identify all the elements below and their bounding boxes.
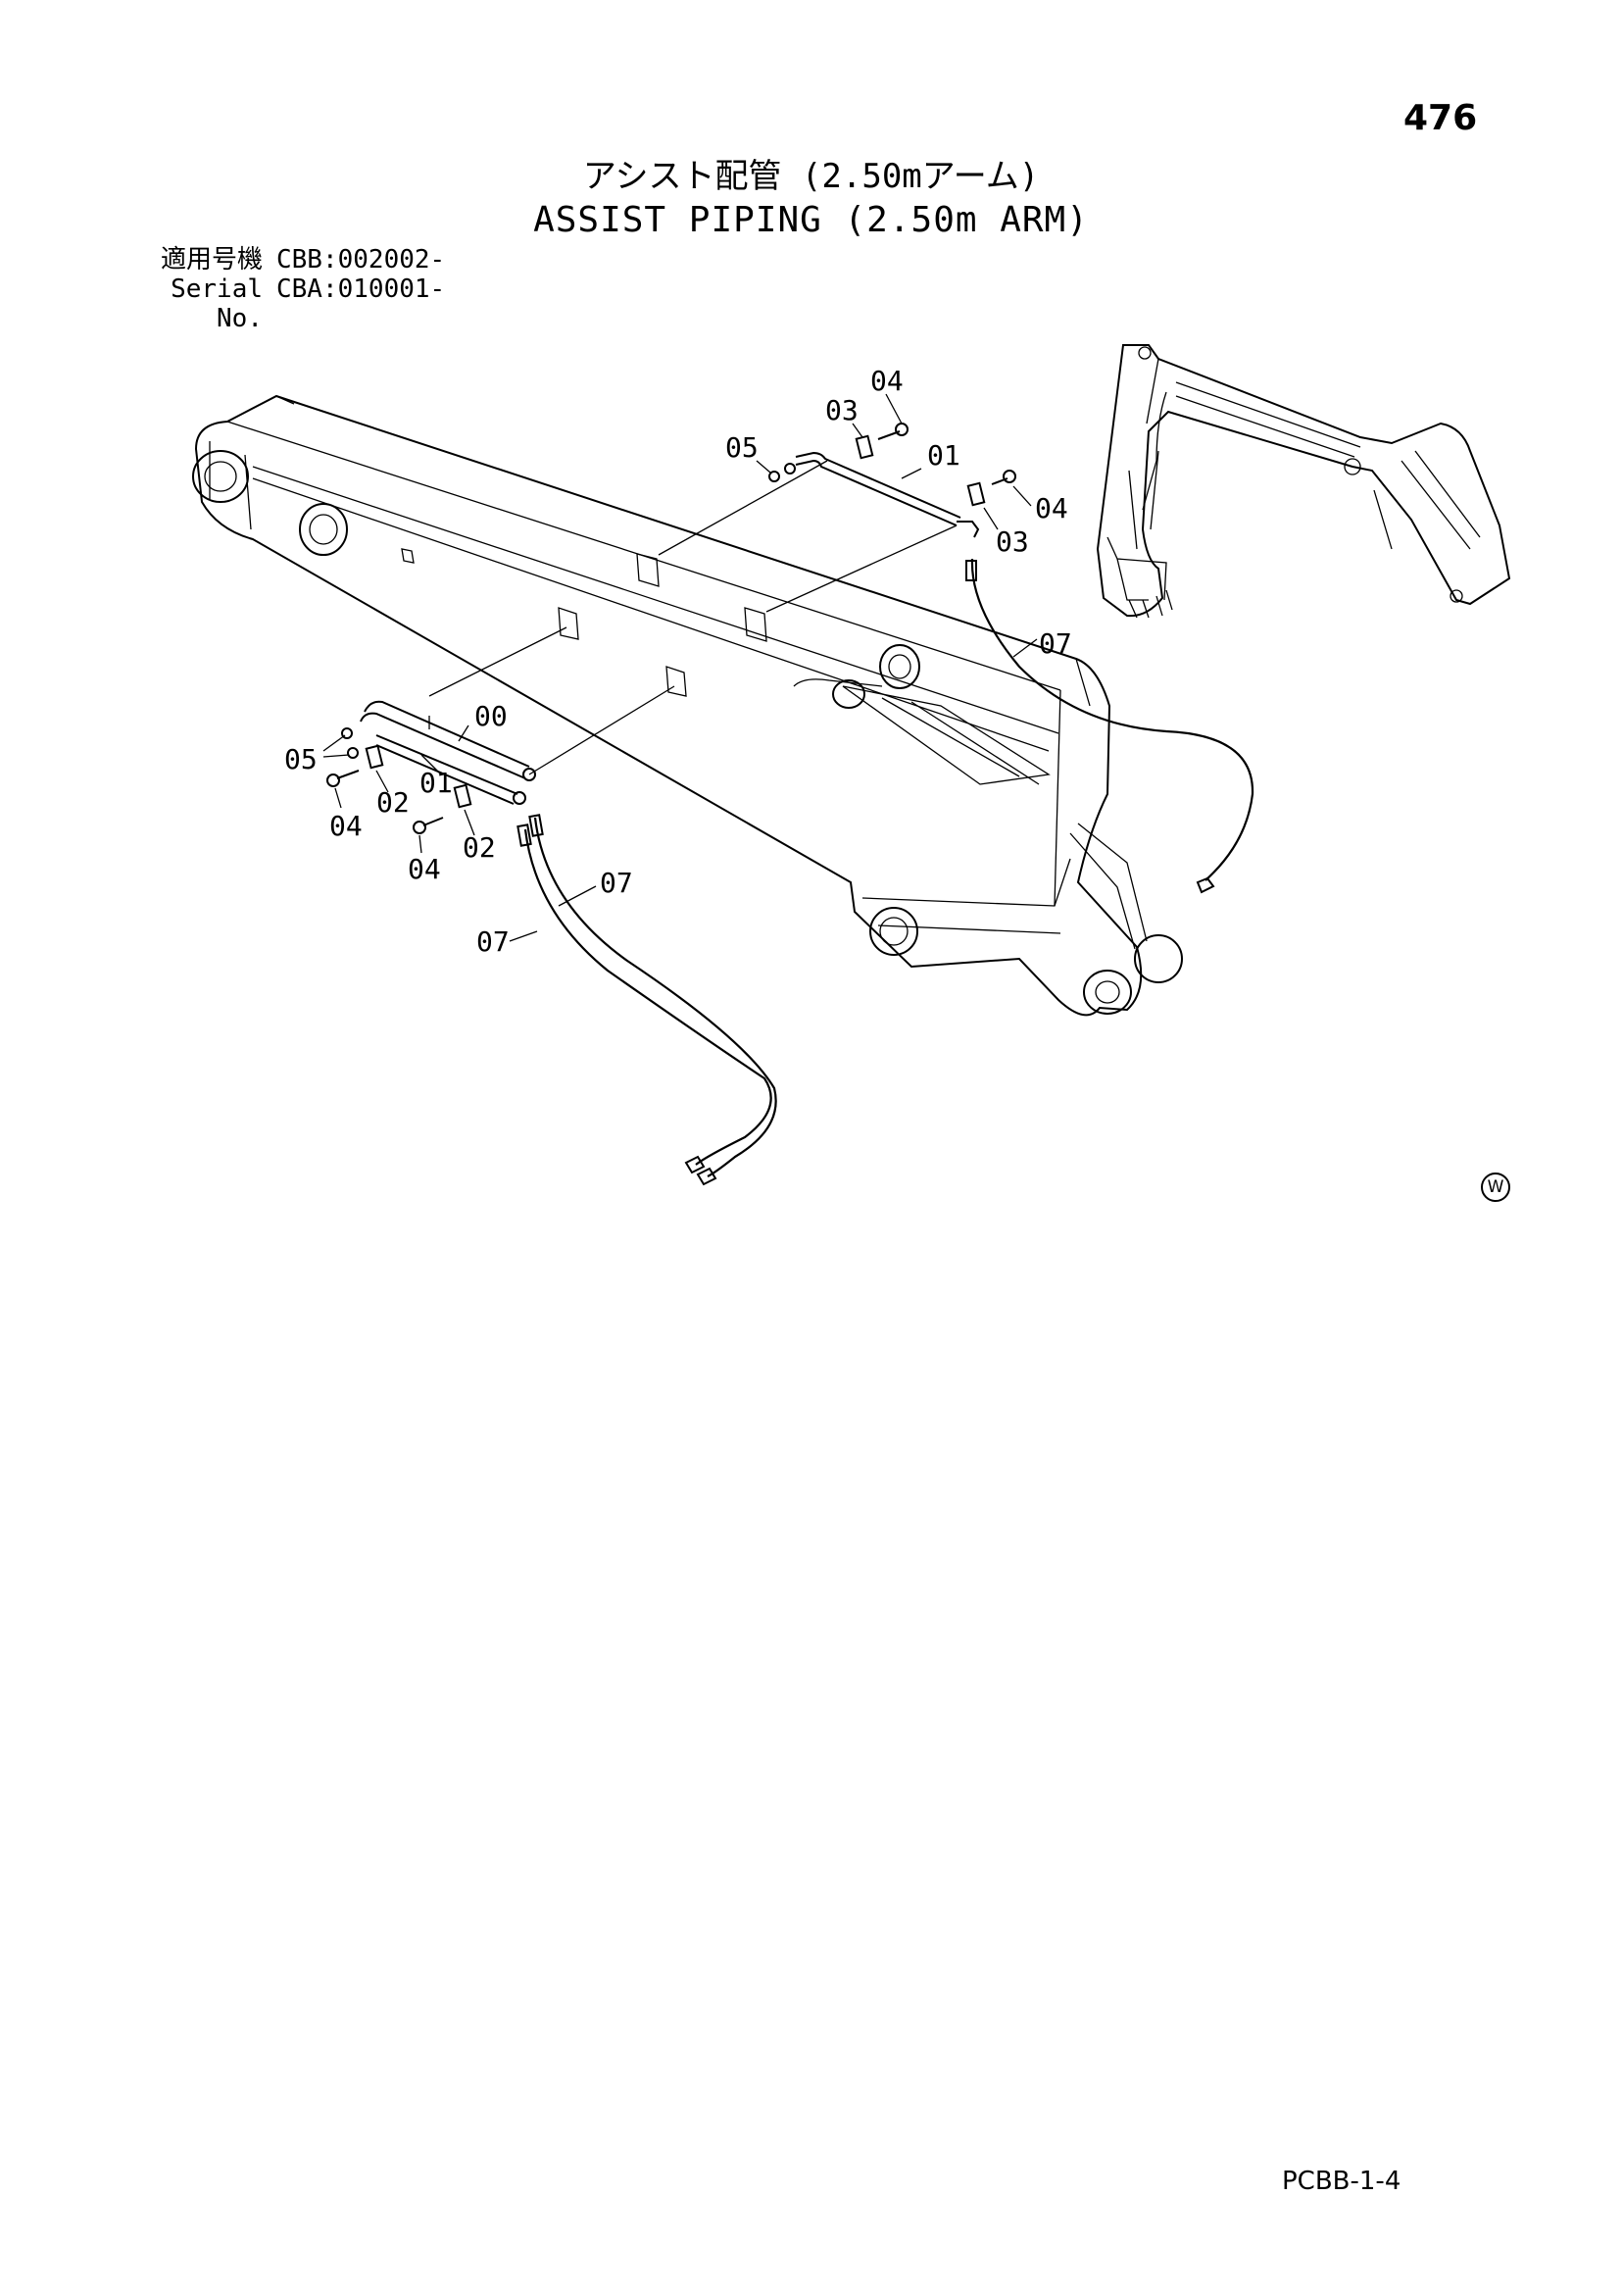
callout-04-right: 04	[1035, 492, 1068, 524]
excavator-inset	[1096, 344, 1511, 619]
callout-07-mid: 07	[600, 867, 633, 899]
serial-label-jp: 適用号機	[160, 245, 263, 275]
callout-04-b: 04	[408, 853, 441, 885]
mounting-leader-lines	[428, 460, 958, 775]
callout-05-top: 05	[725, 431, 759, 464]
callout-05-left: 05	[284, 743, 318, 775]
lower-pipe-assembly	[326, 700, 777, 1186]
callout-labels: 04 03 05 01 04 03 07 00 05 01 02 04 02 0…	[284, 365, 1072, 958]
title-japanese: アシスト配管 (2.50mアーム)	[582, 157, 1040, 196]
callout-07-left: 07	[476, 925, 510, 958]
page-number: 476	[1403, 98, 1478, 138]
callout-03-right: 03	[996, 525, 1029, 558]
serial-row-en: Serial No. CBA:010001-	[110, 275, 445, 333]
callout-01-top: 01	[927, 439, 960, 472]
watermark-w-symbol: W	[1481, 1173, 1510, 1202]
upper-pipe-assembly	[768, 423, 1254, 894]
title-english: ASSIST PIPING (2.50m ARM)	[533, 200, 1089, 240]
serial-value-cba: CBA:010001-	[276, 275, 446, 304]
serial-row-jp: 適用号機 CBB:002002-	[110, 245, 445, 275]
callout-02-b: 02	[463, 831, 496, 864]
callout-00: 00	[474, 700, 508, 732]
arm-pin-bosses	[192, 450, 1183, 1015]
serial-block: 適用号機 CBB:002002- Serial No. CBA:010001-	[110, 245, 445, 333]
callout-04-top: 04	[870, 365, 904, 397]
callout-07-right: 07	[1039, 627, 1072, 660]
callout-02-a: 02	[376, 786, 410, 819]
serial-value-cbb: CBB:002002-	[276, 245, 446, 275]
callout-04-a: 04	[329, 810, 363, 842]
arm-body	[194, 394, 1148, 1017]
callout-01-left: 01	[419, 767, 453, 799]
callout-03-top: 03	[825, 394, 859, 426]
footer-code: PCBB-1-4	[1282, 2167, 1401, 2196]
serial-label-en: Serial No.	[171, 275, 263, 333]
callout-leaders	[322, 393, 1038, 942]
